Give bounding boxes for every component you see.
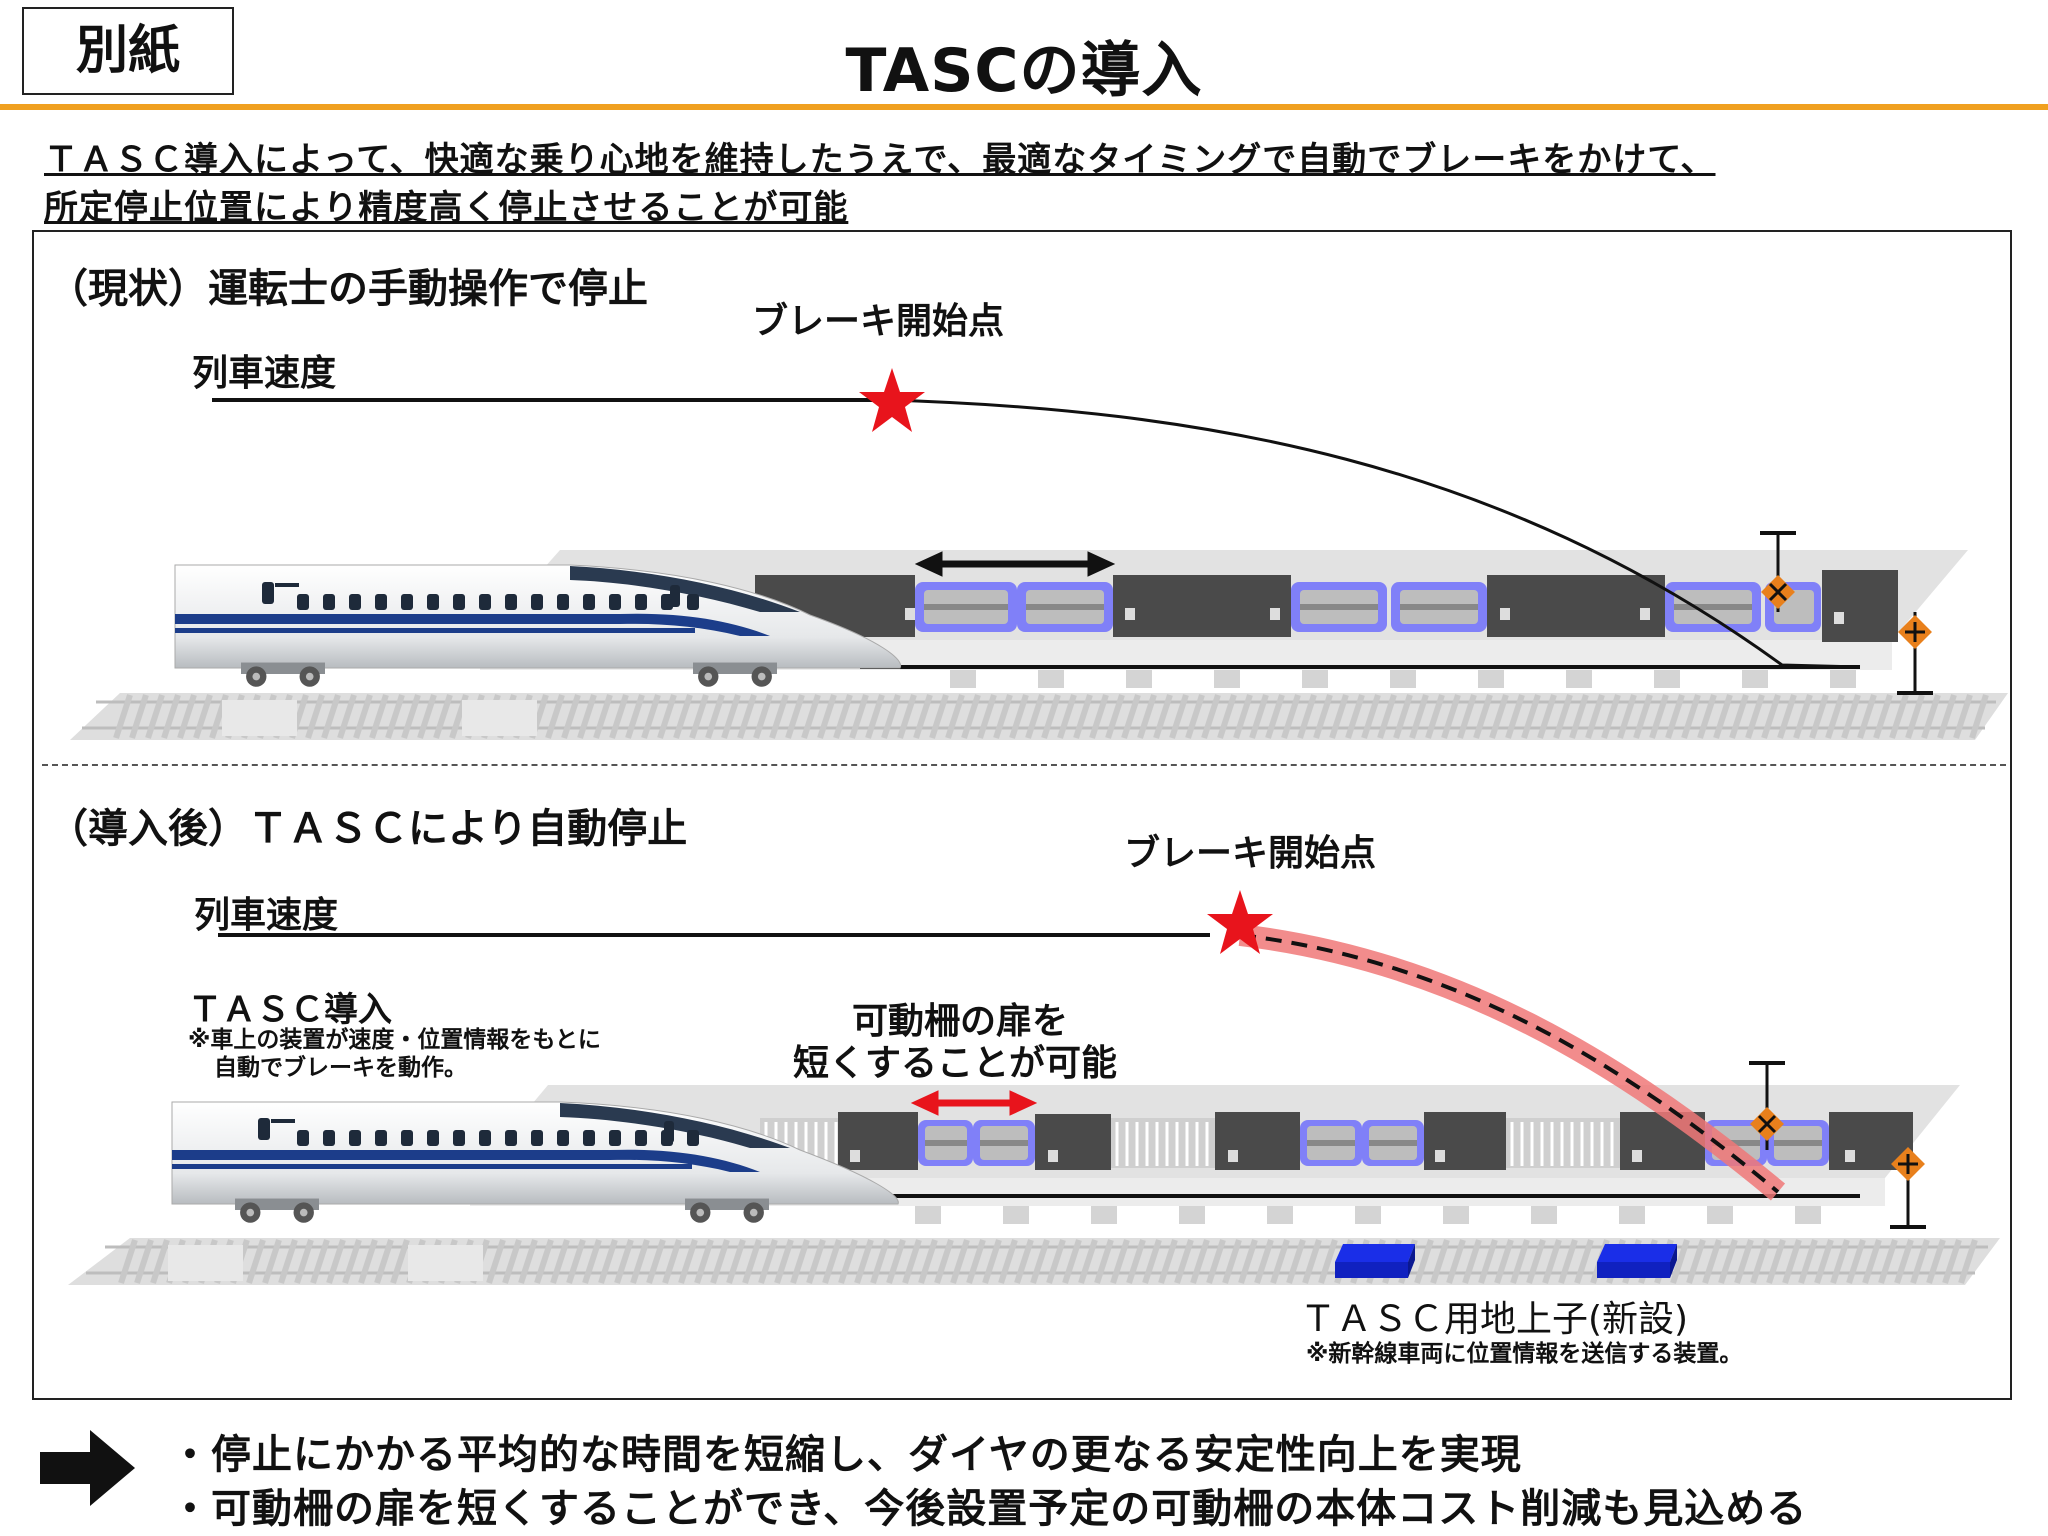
before-train	[174, 564, 902, 687]
after-track	[68, 1238, 2000, 1285]
after-brake-star-icon	[1207, 890, 1273, 954]
transponder-label: ＴＡＳＣ用地上子(新設)	[1300, 1299, 1689, 1340]
title-rule	[0, 104, 2048, 110]
tasc-note-line-1: ※車上の装置が速度・位置情報をもとに	[188, 1027, 601, 1053]
after-panel-title: （導入後）ＴＡＳＣにより自動停止	[48, 806, 688, 852]
after-speed-label: 列車速度	[194, 895, 339, 936]
diagram-frame	[32, 230, 2012, 1400]
after-door-width-arrow	[910, 1090, 1038, 1116]
after-speed-curve	[218, 924, 1786, 1201]
after-platform	[470, 1085, 1960, 1224]
after-brake-label: ブレーキ開始点	[1124, 833, 1377, 874]
attachment-tag: 別紙	[22, 7, 234, 95]
before-stop-marker-train	[1760, 531, 1796, 612]
lead-line-1: ＴＡＳＣ導入によって、快適な乗り心地を維持したうえで、最適なタイミングで自動でブ…	[44, 140, 1716, 180]
before-door-width-arrow	[914, 551, 1116, 577]
before-speed-curve	[212, 398, 1861, 669]
after-stop-marker-platform	[1890, 1147, 1926, 1229]
before-track	[70, 693, 2008, 740]
tasc-note-line-2: 自動でブレーキを動作。	[214, 1055, 467, 1081]
tasc-transponder-2	[1597, 1244, 1677, 1278]
page-title: TASCの導入	[845, 36, 1203, 106]
before-panel-title: （現状）運転士の手動操作で停止	[48, 266, 648, 312]
panel-divider	[42, 764, 2006, 766]
tasc-transponder-1	[1335, 1244, 1415, 1278]
right-arrow-icon	[40, 1430, 135, 1506]
before-stop-marker-platform	[1897, 612, 1933, 695]
tasc-label: ＴＡＳＣ導入	[188, 990, 392, 1030]
door-label-line-2: 短くすることが可能	[793, 1043, 1118, 1084]
after-train	[171, 1101, 899, 1223]
before-brake-star-icon	[859, 368, 925, 432]
door-label-line-1: 可動柵の扉を	[852, 1001, 1069, 1042]
before-brake-label: ブレーキ開始点	[752, 301, 1005, 342]
lead-line-2: 所定停止位置により精度高く停止させることが可能	[44, 188, 849, 228]
conclusion-bullet-1: ・停止にかかる平均的な時間を短縮し、ダイヤの更なる安定性向上を実現	[170, 1432, 1522, 1478]
transponder-note: ※新幹線車両に位置情報を送信する装置。	[1306, 1341, 1743, 1367]
before-speed-label: 列車速度	[192, 353, 337, 394]
after-stop-marker-train	[1749, 1061, 1785, 1150]
conclusion-bullet-2: ・可動柵の扉を短くすることができ、今後設置予定の可動柵の本体コスト削減も見込める	[170, 1486, 1808, 1532]
